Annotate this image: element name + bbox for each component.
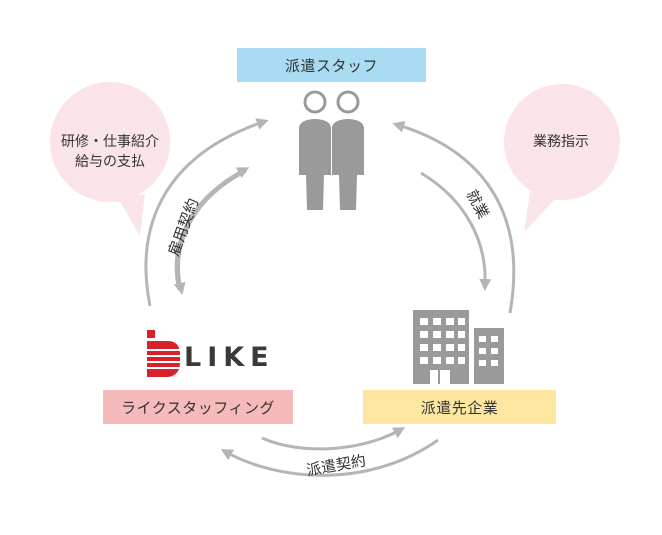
bubble-right-text: 業務指示 xyxy=(533,134,589,150)
arrow-work xyxy=(420,171,492,291)
bubble-left-line2: 給与の支払 xyxy=(75,154,145,170)
arc-bottom-outer xyxy=(220,438,439,477)
arrow-employment-down xyxy=(173,169,247,295)
arrow-employment-up xyxy=(174,167,250,291)
node-like-staffing: ライクスタッフィング xyxy=(103,390,293,424)
bubble-left-line1: 研修・仕事紹介 xyxy=(61,134,159,150)
bubble-left-text: 研修・仕事紹介 給与の支払 xyxy=(47,132,173,172)
staff-people-icon xyxy=(299,90,364,215)
like-logo-icon xyxy=(147,330,180,377)
cycle-arrows xyxy=(144,118,516,477)
arrow-dispatch xyxy=(261,427,406,451)
arc-left-outer xyxy=(144,118,269,307)
client-building-icon xyxy=(413,310,504,384)
arc-right-outer xyxy=(392,121,516,314)
node-client: 派遣先企業 xyxy=(363,390,556,424)
bubble-right xyxy=(504,84,620,232)
like-logo-text: LIKE xyxy=(184,342,275,373)
bubble-left xyxy=(50,82,170,236)
node-staff: 派遣スタッフ xyxy=(237,48,426,82)
